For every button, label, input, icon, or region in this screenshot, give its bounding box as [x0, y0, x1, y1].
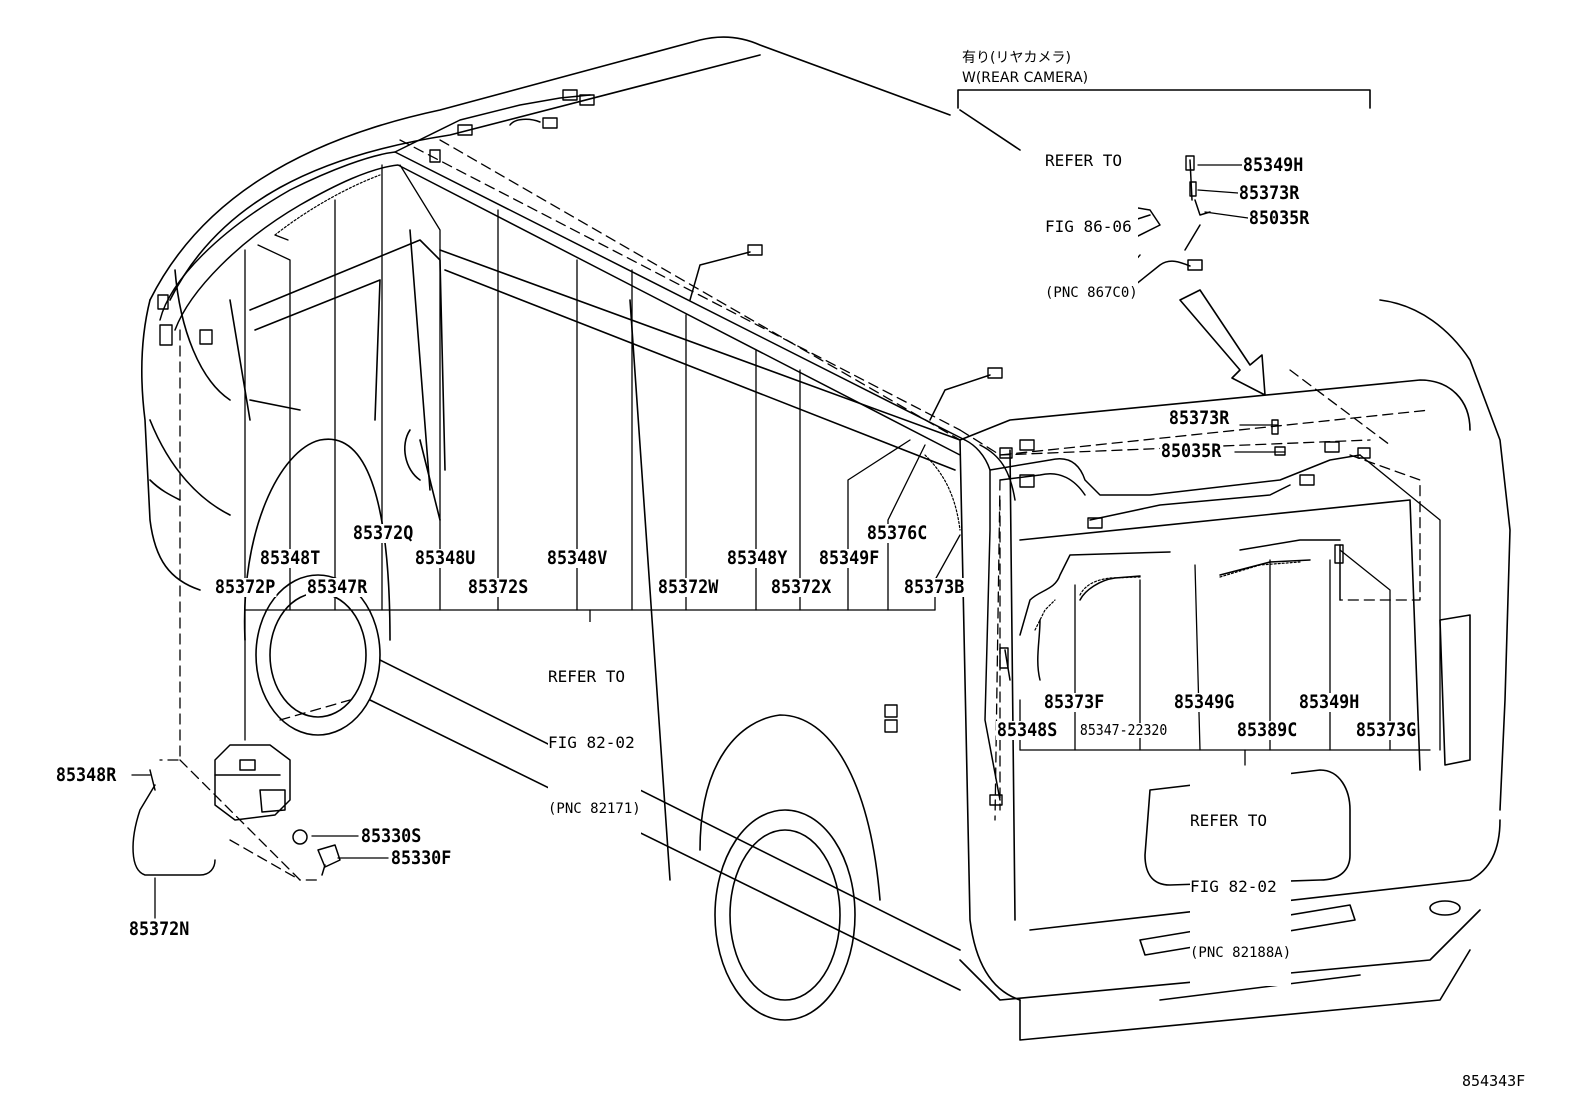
part-label: 85372Q — [352, 522, 415, 544]
part-label: 85330F — [390, 847, 453, 869]
refer-side: REFER TO FIG 82-02 (PNC 82171) — [548, 622, 641, 842]
corrugated-tubes — [274, 174, 1301, 631]
part-label: 85349G — [1173, 691, 1236, 713]
part-label: 85348S — [996, 719, 1059, 741]
refer-side-pnc: (PNC 82171) — [548, 801, 641, 817]
refer-rear-line1: REFER TO — [1190, 811, 1268, 830]
part-label: 85376C — [866, 522, 929, 544]
part-label: 85348T — [259, 547, 322, 569]
part-label: 85373R — [1168, 407, 1231, 429]
refer-rear: REFER TO FIG 82-02 (PNC 82188A) — [1190, 766, 1292, 986]
refer-side-line2: FIG 82-02 — [548, 733, 635, 752]
harness-outline — [159, 139, 1431, 881]
part-label: 85372W — [657, 576, 720, 598]
part-label: 85372X — [770, 576, 833, 598]
part-label: 85349F — [818, 547, 881, 569]
part-label: 85348Y — [726, 547, 789, 569]
part-label: 85389C — [1236, 719, 1299, 741]
part-label: 85373R — [1238, 182, 1301, 204]
refer-camera: REFER TO FIG 86-06 (PNC 867C0) — [1045, 106, 1138, 326]
arrow — [1179, 289, 1266, 396]
figure-id: 854343F — [1462, 1072, 1526, 1090]
connectors — [157, 89, 1371, 806]
part-label: 85347R — [306, 576, 369, 598]
part-label: 85035R — [1160, 440, 1223, 462]
part-label: 85347-22320 — [1079, 721, 1169, 739]
part-label: 85349H — [1298, 691, 1361, 713]
van-body — [140, 36, 1511, 1041]
part-label: 85035R — [1248, 207, 1311, 229]
part-label: 85372S — [467, 576, 530, 598]
part-label: 85348U — [414, 547, 477, 569]
refer-side-line1: REFER TO — [548, 667, 626, 686]
part-label: 85372P — [214, 576, 277, 598]
part-label: 85330S — [360, 825, 423, 847]
refer-camera-pnc: (PNC 867C0) — [1045, 285, 1138, 301]
part-label: 85348V — [546, 547, 609, 569]
variant-header-jp: 有り(リヤカメラ) — [962, 50, 1071, 66]
roof-harness — [159, 94, 1361, 801]
variant-bracket — [957, 89, 1371, 109]
refer-camera-line1: REFER TO — [1045, 151, 1123, 170]
part-label: 85373B — [903, 576, 966, 598]
leader-lines-side — [244, 164, 961, 741]
part-label: 85373F — [1043, 691, 1106, 713]
rear-door-harness — [1004, 539, 1341, 681]
variant-header-en: W(REAR CAMERA) — [962, 70, 1089, 86]
refer-rear-pnc: (PNC 82188A) — [1190, 945, 1292, 961]
part-label: 85372N — [128, 918, 191, 940]
part-label: 85348R — [55, 764, 118, 786]
leader-lines-rear — [131, 164, 1441, 919]
refer-rear-line2: FIG 82-02 — [1190, 877, 1277, 896]
refer-camera-line2: FIG 86-06 — [1045, 217, 1132, 236]
part-label: 85373G — [1355, 719, 1418, 741]
part-label: 85349H — [1242, 154, 1305, 176]
washer-tank — [132, 744, 341, 876]
